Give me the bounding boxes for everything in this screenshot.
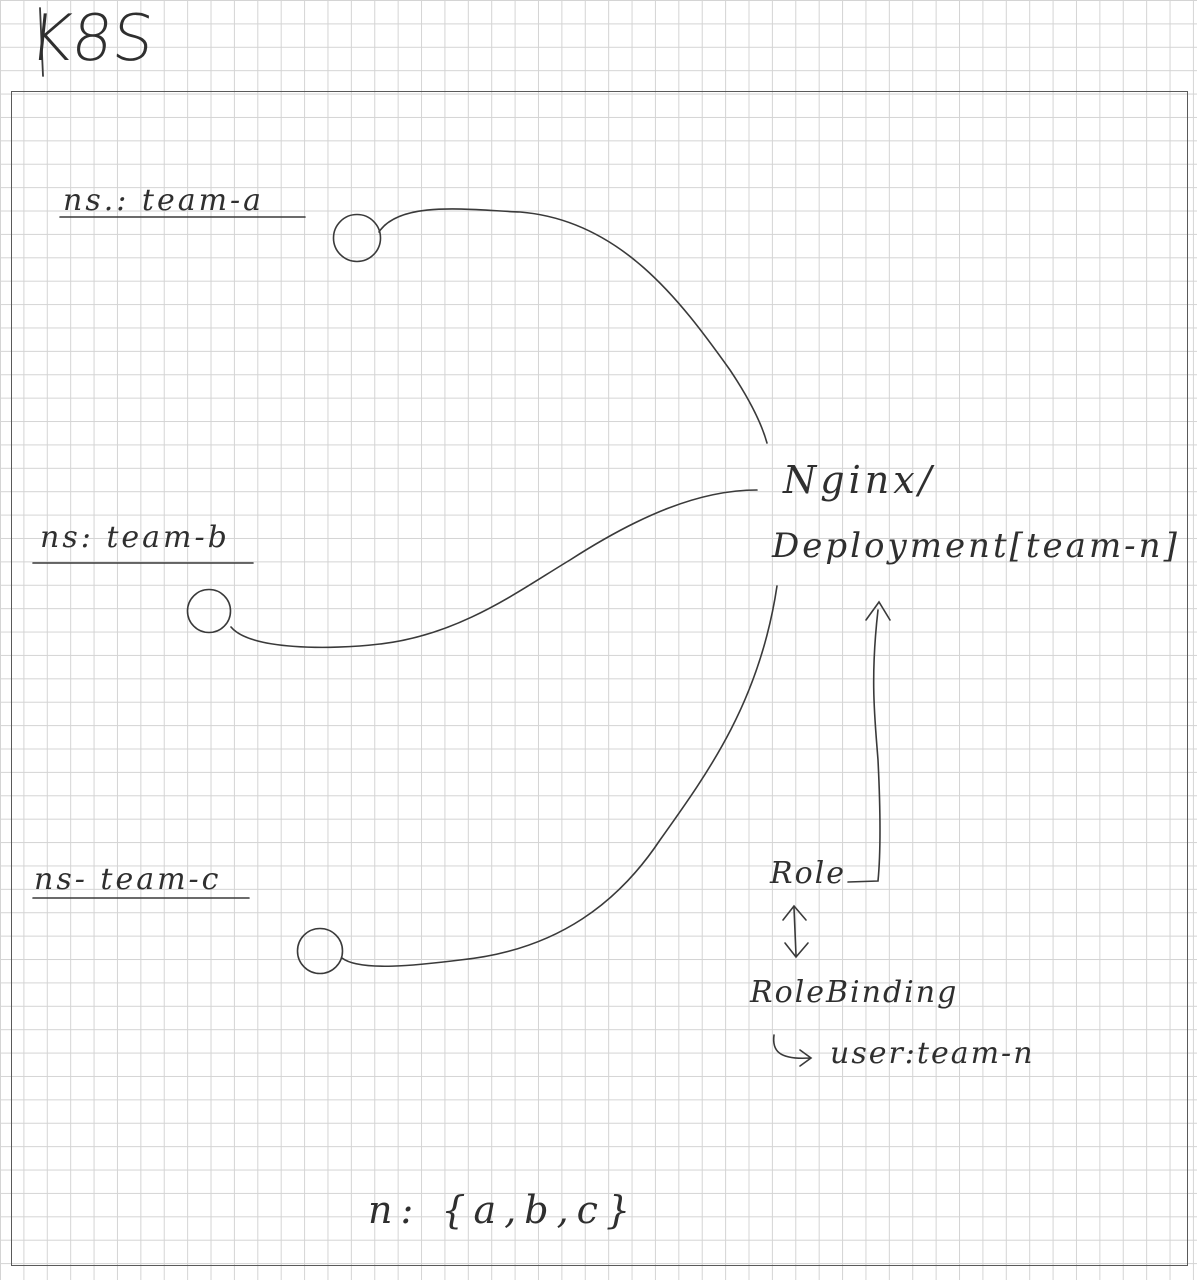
up-arrowhead-icon: [865, 600, 891, 621]
deployment-name: Nginx/: [783, 458, 936, 502]
rolebinding-label: RoleBinding: [750, 975, 959, 1010]
namespace-label-team-c: ns- team-c: [34, 862, 222, 897]
ns-c-node-icon: [296, 927, 344, 975]
namespace-label-team-b: ns: team-b: [40, 520, 230, 555]
deployment-target: Deployment[team-n]: [772, 526, 1180, 566]
ns-a-node-icon: [332, 213, 382, 263]
role-label: Role: [770, 856, 846, 891]
user-binding-label: user:team-n: [830, 1036, 1035, 1071]
role-to-deployment-arrow: [847, 609, 881, 883]
ns-b-node-icon: [186, 588, 232, 634]
namespace-label-team-a: ns.: team-a: [63, 183, 265, 218]
diagram-title: K8S: [26, 2, 158, 76]
ns-b-connection: [230, 489, 758, 649]
variable-definition: n: {a,b,c}: [368, 1188, 639, 1232]
double-arrow-icon: [782, 904, 809, 959]
ns-a-connection: [378, 208, 768, 444]
k8s-cluster-frame: [11, 91, 1188, 1266]
hook-arrow-icon: [772, 1034, 813, 1067]
ns-c-connection: [341, 585, 778, 968]
